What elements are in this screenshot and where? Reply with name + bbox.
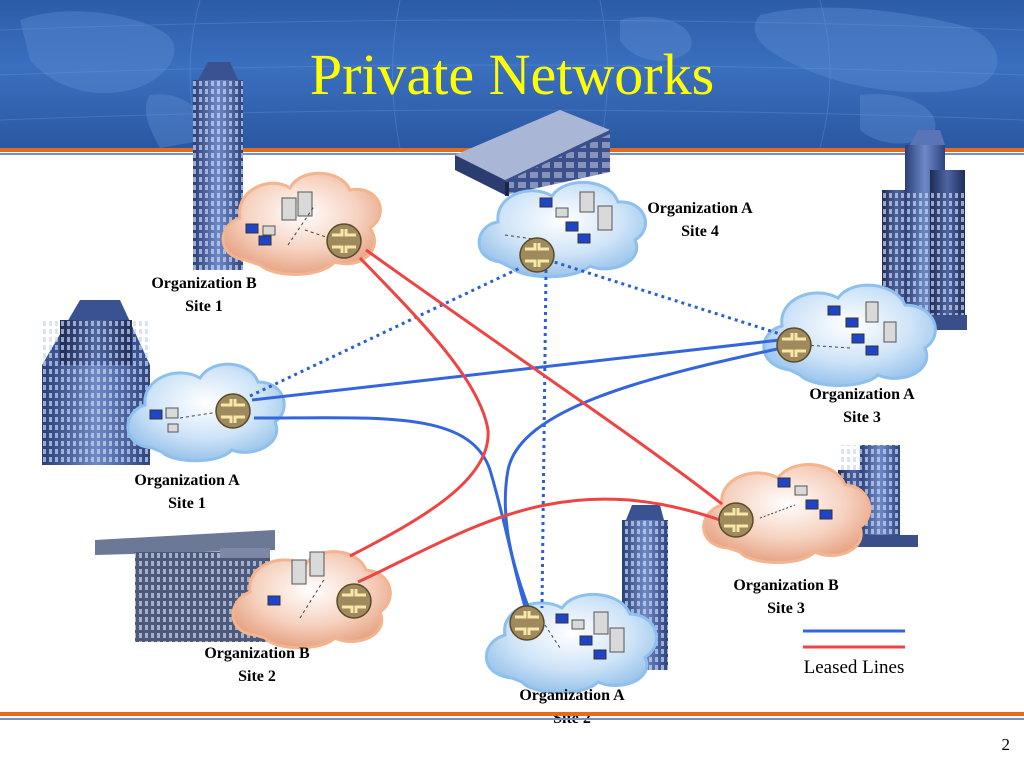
site-label-a1: Organization A Site 1: [117, 469, 257, 515]
site-org: Organization B: [204, 645, 310, 662]
cloud-a3: [762, 283, 937, 387]
legend-label: Leased Lines: [803, 657, 905, 678]
site-org: Organization B: [151, 275, 257, 292]
header-banner: [0, 0, 1024, 148]
cloud-b3: [702, 463, 872, 564]
site-number: Site 4: [681, 223, 719, 240]
router-b3-icon: [718, 502, 754, 538]
leased-link-a3-a2: [503, 346, 783, 613]
workstation-cluster-a2-icon: [544, 611, 625, 660]
site-number: Site 1: [168, 495, 206, 512]
leased-lines-org-b: [349, 248, 723, 584]
skyscraper-a3-icon: [872, 130, 967, 330]
workstation-cluster-b1-icon: [245, 191, 336, 246]
site-org: Organization A: [647, 200, 753, 217]
router-a3-icon: [776, 327, 812, 363]
site-number: Site 1: [185, 298, 223, 315]
site-label-a4: Organization A Site 4: [630, 197, 770, 243]
router-a1-icon: [215, 393, 251, 429]
cloud-a4: [477, 181, 647, 279]
workstation-cluster-b3-icon: [759, 477, 833, 520]
office-block-a4-icon: [455, 110, 610, 196]
site-number: Site 3: [843, 409, 881, 426]
router-b1-icon: [326, 223, 362, 259]
leased-link-a1-a3: [251, 338, 781, 402]
site-label-a2: Organization A Site 2: [502, 684, 642, 730]
site-number: Site 2: [238, 668, 276, 685]
vpn-link-a1-a4: [249, 266, 521, 398]
leased-lines-org-a: [251, 338, 783, 613]
vpn-link-a4-a3: [547, 258, 781, 336]
footer-thin-rule: [0, 718, 1024, 720]
site-label-b2: Organization B Site 2: [187, 642, 327, 688]
site-label-b3: Organization B Site 3: [716, 574, 856, 620]
footer-accent-rule: [0, 712, 1024, 716]
site-org: Organization B: [733, 577, 839, 594]
cloud-a1: [126, 362, 286, 463]
router-b2-icon: [336, 583, 372, 619]
router-a4-icon: [519, 237, 555, 273]
leased-link-b1-b3: [365, 248, 723, 506]
router-a2-icon: [509, 605, 545, 641]
world-map-background: [0, 0, 1024, 148]
page-number: 2: [1001, 735, 1011, 754]
vpn-dotted-links: [249, 258, 781, 609]
vpn-link-a4-a2: [540, 269, 548, 609]
slide-title: Private Networks: [309, 42, 715, 107]
leased-link-b1-b2: [349, 256, 490, 558]
workstation-cluster-a4-icon: [504, 191, 613, 244]
workstation-cluster-a3-icon: [804, 301, 897, 356]
workstation-cluster-b2-icon: [267, 551, 326, 619]
site-label-a3: Organization A Site 3: [792, 383, 932, 429]
site-org: Organization A: [519, 687, 625, 704]
cloud-b2: [231, 550, 392, 650]
site-label-b1: Organization B Site 1: [134, 272, 274, 318]
site-org: Organization A: [809, 386, 915, 403]
workstation-cluster-a1-icon: [149, 407, 219, 433]
site-org: Organization A: [134, 472, 240, 489]
site-number: Site 3: [767, 600, 805, 617]
leased-link-b2-b3: [357, 497, 721, 584]
